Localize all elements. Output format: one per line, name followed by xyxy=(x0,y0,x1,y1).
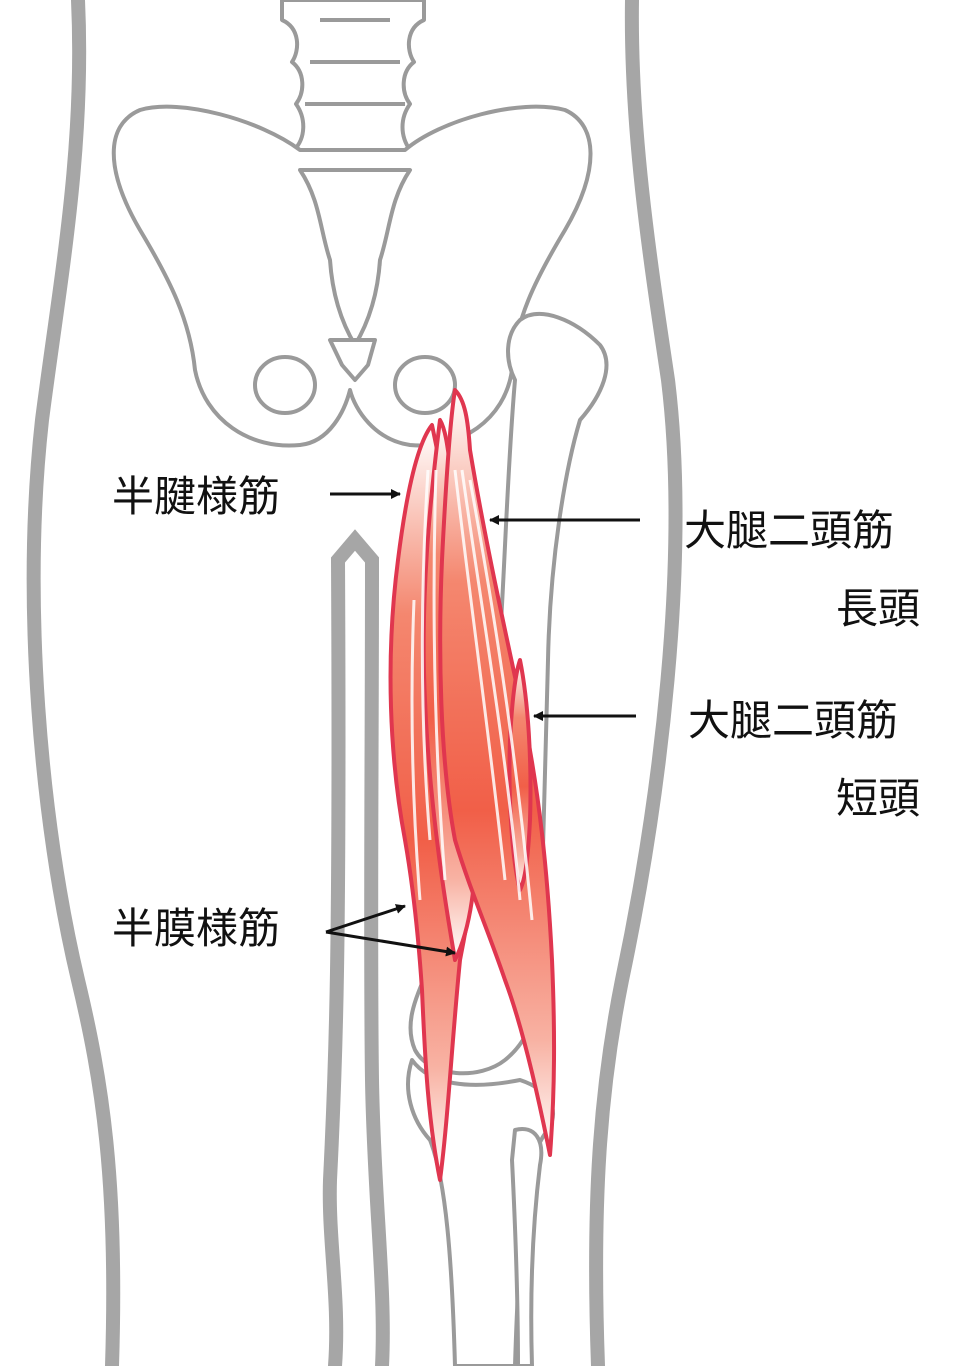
hamstring-muscles xyxy=(388,388,557,1182)
label-arrows xyxy=(325,489,640,957)
arrow-semimembranosus-a xyxy=(325,904,406,934)
label-biceps-short-head-line1: 大腿二頭筋 xyxy=(688,696,899,745)
body-outline xyxy=(26,0,683,1366)
label-biceps-long-head-line1: 大腿二頭筋 xyxy=(684,506,895,555)
label-semimembranosus: 半膜様筋 xyxy=(112,904,281,953)
label-biceps-long-head-line2: 長頭 xyxy=(836,584,921,633)
arrow-semimembranosus-b xyxy=(325,930,456,957)
biceps-short-head-muscle xyxy=(507,658,533,892)
label-biceps-short-head-line2: 短頭 xyxy=(836,774,921,823)
label-semitendinosus: 半腱様筋 xyxy=(112,472,281,521)
pelvis-bone xyxy=(111,0,593,448)
